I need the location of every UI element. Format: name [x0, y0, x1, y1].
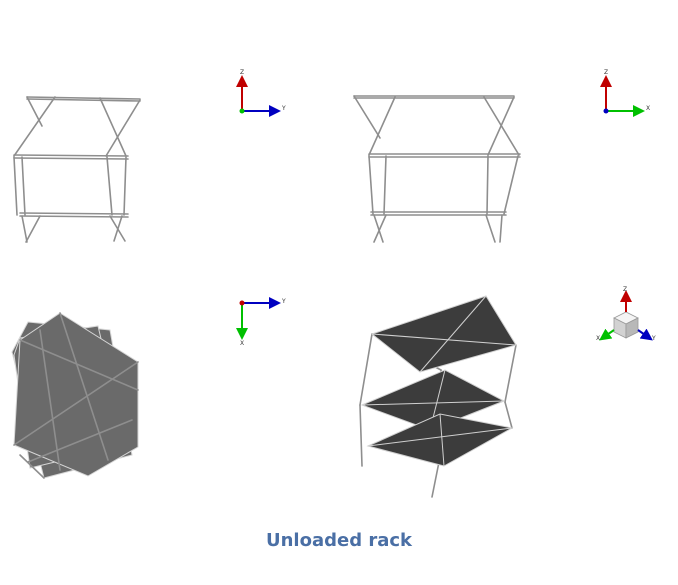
iso-y-label: Y — [651, 335, 656, 342]
iso-x-label: X — [596, 335, 600, 342]
top-y-label: Y — [281, 298, 286, 305]
front-z-label: Z — [240, 69, 244, 76]
top-view-axis-triad: Y X — [236, 297, 286, 347]
iso-view-rack — [359, 295, 517, 498]
side-x-label: X — [646, 105, 650, 112]
top-view-rack — [11, 312, 139, 479]
iso-view-axis-triad: Z X Y — [596, 286, 656, 342]
side-view-axis-triad: Z X — [600, 69, 650, 117]
top-x-label: X — [240, 340, 244, 347]
iso-z-label: Z — [623, 286, 627, 293]
front-view-axis-triad: Z Y — [236, 69, 286, 117]
figure-caption: Unloaded rack — [265, 530, 413, 551]
front-view-rack — [13, 96, 141, 243]
side-z-label: Z — [604, 69, 608, 76]
side-view-rack — [353, 95, 521, 243]
front-y-label: Y — [281, 105, 286, 112]
